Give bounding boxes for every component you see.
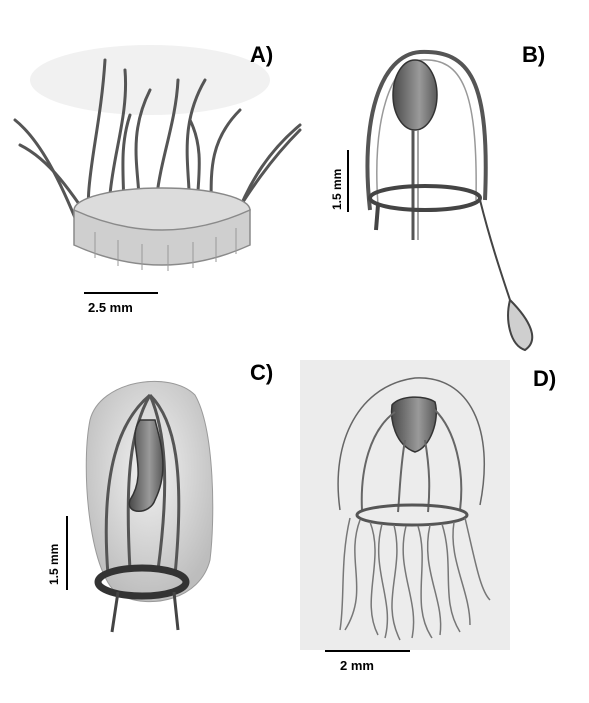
panel-b-trailing-tentacle <box>479 199 534 352</box>
panel-b-ring-canal <box>368 184 482 212</box>
panel-a-label: A) <box>250 42 274 67</box>
panel-c-manubrium <box>128 419 164 512</box>
panel-d-bell-outline <box>337 377 485 511</box>
panel-a-rim-lobes <box>94 228 237 271</box>
panel-a-scale-label: 2.5 mm <box>88 300 133 315</box>
panel-b-label: B) <box>522 42 546 67</box>
panel-a-background-wash <box>30 45 270 115</box>
panel-d-manubrium <box>390 396 437 453</box>
panel-b-illustration <box>347 49 534 352</box>
panel-d-label: D) <box>533 366 557 391</box>
panel-d-ring-canal <box>355 503 469 527</box>
panel-d-scale-label: 2 mm <box>340 658 374 673</box>
panel-b-scale-label: 1.5 mm <box>330 168 344 210</box>
panel-d-illustration <box>300 360 510 652</box>
panel-b-manubrium <box>392 59 438 131</box>
panel-c-illustration <box>66 380 214 633</box>
panel-c-ring-canal <box>94 564 190 600</box>
panel-b-bell-outline <box>365 49 488 211</box>
panel-c-scale-label: 1.5 mm <box>47 543 61 585</box>
panel-a-illustration <box>13 45 302 294</box>
panel-c-label: C) <box>250 360 274 385</box>
panel-c-radial-canals <box>104 393 181 576</box>
panel-d-tentacles <box>339 517 491 641</box>
